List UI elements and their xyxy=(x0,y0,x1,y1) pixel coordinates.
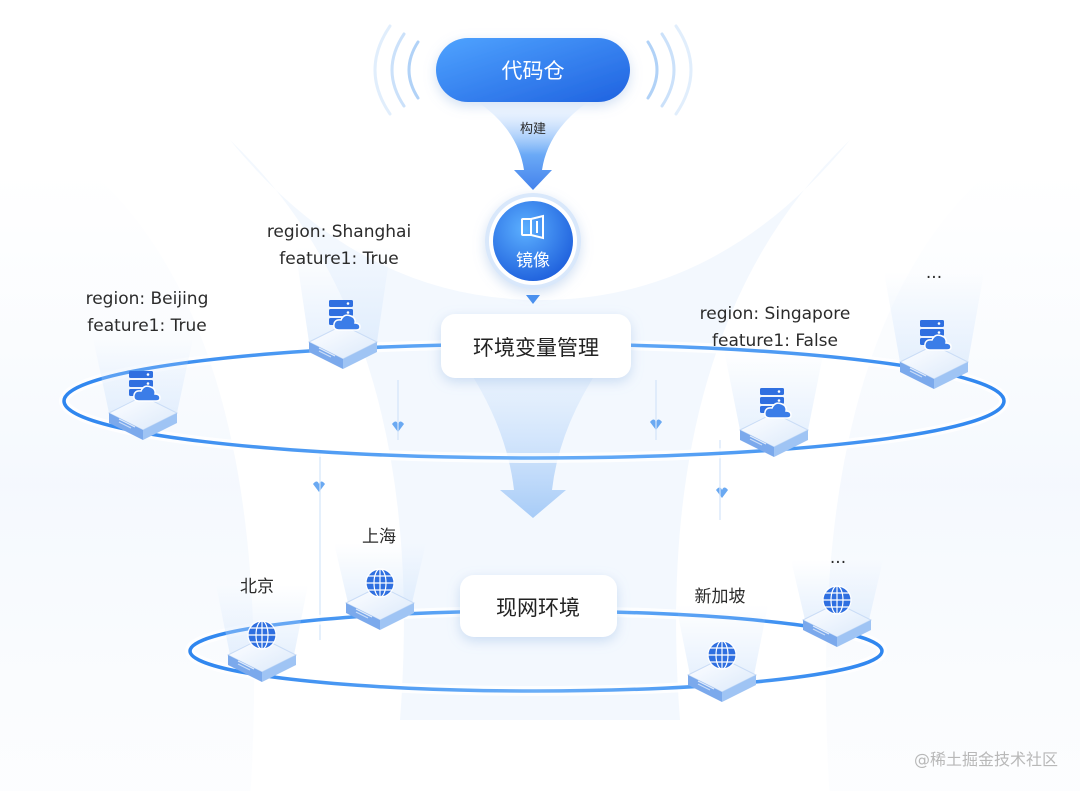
cloud-server-icon xyxy=(760,388,792,419)
globe-icon xyxy=(707,640,737,670)
cloud-server-icon xyxy=(129,371,161,402)
live-env-label: 现网环境 xyxy=(496,596,580,620)
env-beijing-line2: feature1: True xyxy=(87,316,206,336)
live-node-more[interactable] xyxy=(791,560,883,648)
cloud-server-icon xyxy=(329,300,361,331)
env-singapore-line1: region: Singapore xyxy=(700,304,851,324)
flow-marker-icon xyxy=(716,487,728,498)
env-node-singapore[interactable] xyxy=(724,350,824,458)
globe-icon xyxy=(365,568,395,598)
repo-node[interactable]: 代码仓 xyxy=(436,38,630,102)
env-singapore-line2: feature1: False xyxy=(712,331,838,351)
live-shanghai-label: 上海 xyxy=(362,527,396,547)
cloud-server-icon xyxy=(920,320,952,351)
env-shanghai-line1: region: Shanghai xyxy=(267,222,411,242)
beam-lines xyxy=(319,380,721,640)
live-node-beijing[interactable] xyxy=(216,585,308,683)
background-fan-right xyxy=(825,170,1080,791)
env-node-shanghai[interactable] xyxy=(295,247,391,370)
live-node-singapore[interactable] xyxy=(676,605,768,703)
container-image-icon xyxy=(521,214,544,240)
env-node-labels: region: Shanghai feature1: True region: … xyxy=(86,222,942,351)
deploy-funnel xyxy=(455,350,612,518)
env-mgmt-label: 环境变量管理 xyxy=(473,336,599,360)
env-beijing-line1: region: Beijing xyxy=(86,289,209,309)
live-more-label: ... xyxy=(830,548,846,568)
env-mgmt-card[interactable]: 环境变量管理 xyxy=(441,314,631,378)
flow-marker-icon xyxy=(313,481,325,492)
live-beijing-label: 北京 xyxy=(240,577,274,597)
env-node-beijing[interactable] xyxy=(93,338,193,441)
repo-label: 代码仓 xyxy=(502,59,565,83)
background-fan-left xyxy=(0,170,255,791)
env-shanghai-line2: feature1: True xyxy=(279,249,398,269)
image-node[interactable]: 镜像 xyxy=(485,193,581,289)
signal-arcs xyxy=(373,24,693,116)
build-arrow: 构建 xyxy=(478,102,588,190)
env-more-line1: ... xyxy=(926,263,942,283)
globe-icon xyxy=(247,620,277,650)
live-singapore-label: 新加坡 xyxy=(695,587,746,607)
live-env-card[interactable]: 现网环境 xyxy=(460,575,617,637)
live-node-shanghai[interactable] xyxy=(334,543,426,631)
build-label: 构建 xyxy=(520,122,546,137)
image-down-arrow-icon xyxy=(526,295,540,304)
globe-icon xyxy=(822,585,852,615)
env-node-more[interactable] xyxy=(884,272,984,390)
image-label: 镜像 xyxy=(516,251,550,271)
live-node-labels: 北京 上海 新加坡 ... xyxy=(240,527,846,607)
watermark: @稀土掘金技术社区 xyxy=(914,750,1058,769)
